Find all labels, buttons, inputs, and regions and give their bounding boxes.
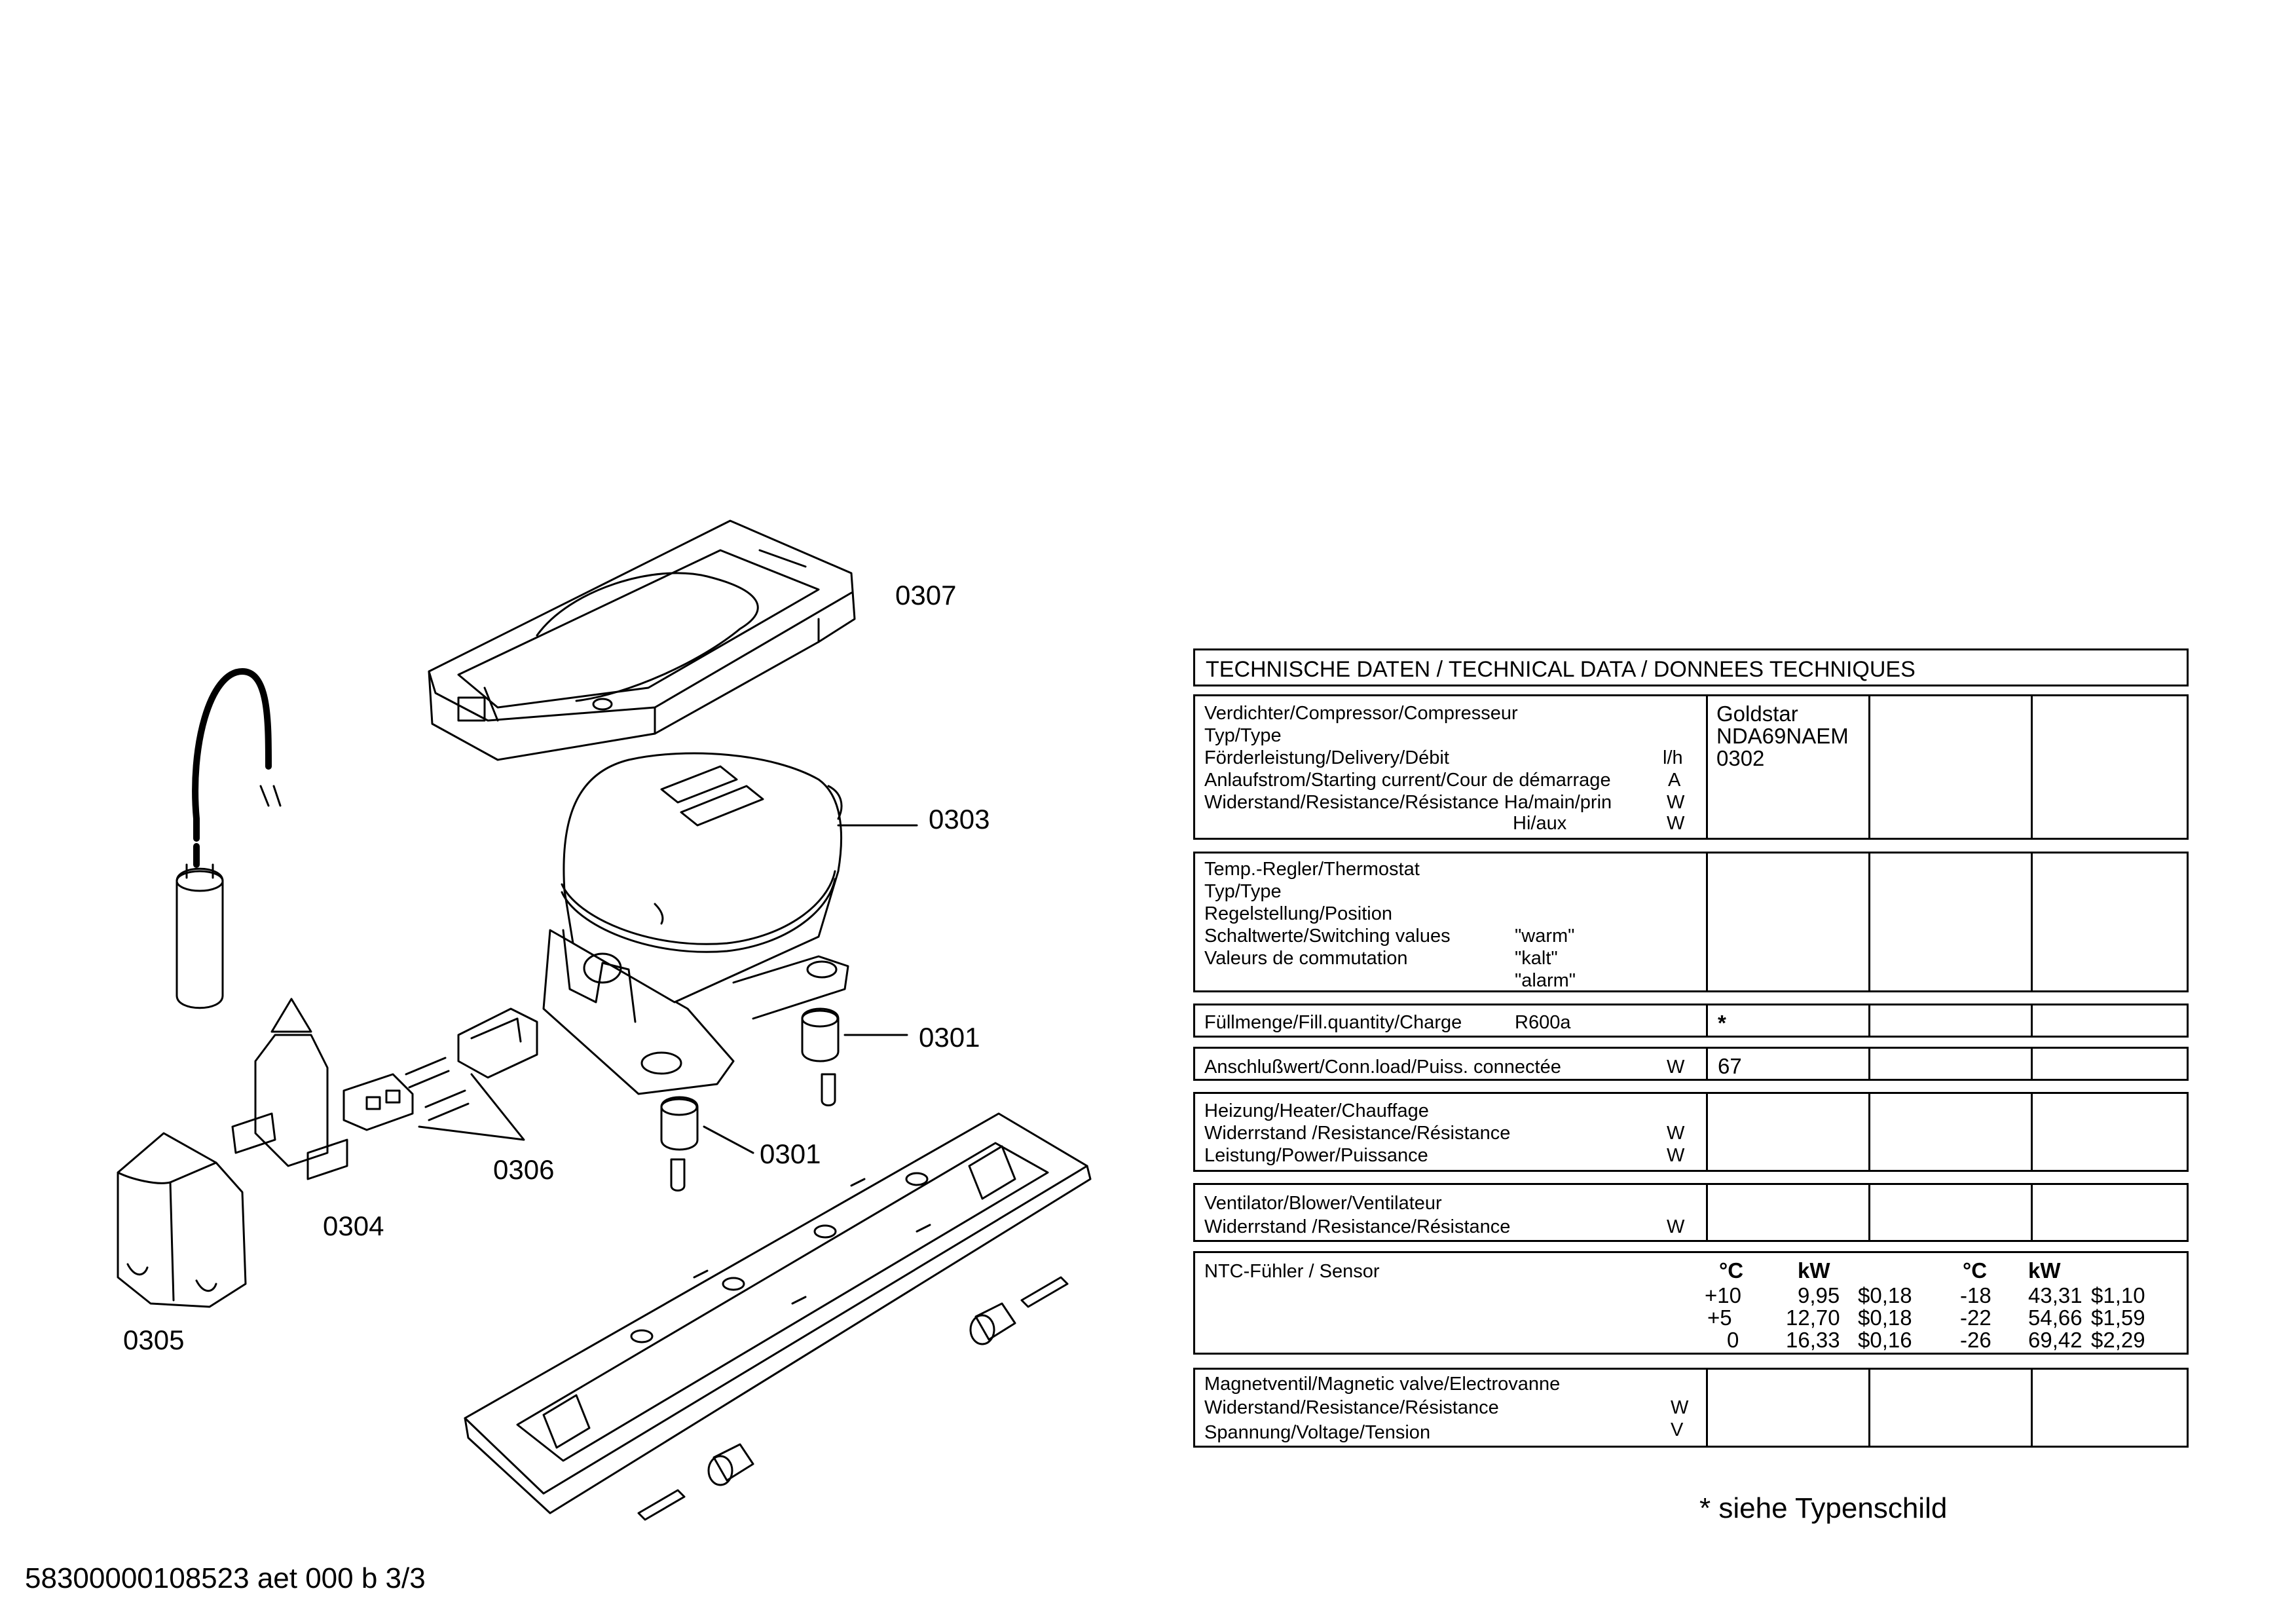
- part-0305-cover: [117, 1132, 247, 1308]
- ntc-label: NTC-Fühler / Sensor: [1204, 1261, 1380, 1282]
- section-heater: Heizung/Heater/Chauffage Widerrstand /Re…: [1193, 1092, 2189, 1172]
- section-fan: Ventilator/Blower/Ventilateur Widerrstan…: [1193, 1183, 2189, 1242]
- compressor-type-label: Typ/Type: [1204, 725, 1282, 746]
- document-id-footer: 58300000108523 aet 000 b 3/3: [25, 1562, 426, 1594]
- callout-0303: 0303: [929, 804, 990, 835]
- part-base-rail: [464, 1112, 1092, 1514]
- ntc-r3-kw-1: 16,33: [1786, 1328, 1840, 1352]
- load-value: 67: [1718, 1054, 1742, 1078]
- ntc-r3-price-1: $0,16: [1858, 1328, 1912, 1352]
- callout-0306: 0306: [493, 1154, 555, 1185]
- valve-voltage-unit: V: [1671, 1419, 1684, 1440]
- ntc-header-celsius-1: °C: [1719, 1258, 1744, 1283]
- rating-plate-note: * siehe Typenschild: [1699, 1492, 1948, 1524]
- valve-label: Magnetventil/Magnetic valve/Electrovanne: [1204, 1374, 1561, 1395]
- heater-resistance-label: Widerrstand /Resistance/Résistance: [1204, 1123, 1511, 1144]
- ntc-r3-price-2: $2,29: [2091, 1328, 2145, 1352]
- compressor-type-value: NDA69NAEM: [1716, 724, 1849, 748]
- section-charge: Füllmenge/Fill.quantity/Charge R600a *: [1193, 1004, 2189, 1038]
- fan-resistance-label: Widerrstand /Resistance/Résistance: [1204, 1216, 1511, 1237]
- table-title: TECHNISCHE DATEN / TECHNICAL DATA / DONN…: [1206, 657, 1916, 682]
- thermostat-kalt: "kalt": [1515, 948, 1558, 969]
- callout-0305: 0305: [123, 1324, 185, 1355]
- ntc-r1-temp-1: +10: [1705, 1283, 1741, 1307]
- charge-label: Füllmenge/Fill.quantity/Charge: [1204, 1012, 1462, 1033]
- thermostat-type-label: Typ/Type: [1204, 881, 1282, 902]
- thermostat-commutation-label: Valeurs de commutation: [1204, 948, 1408, 969]
- section-magnetic-valve: Magnetventil/Magnetic valve/Electrovanne…: [1193, 1368, 2189, 1448]
- thermostat-switching-label: Schaltwerte/Switching values: [1204, 926, 1451, 947]
- compressor-resistance-main-label: Widerstand/Resistance/Résistance Ha/main…: [1204, 792, 1612, 813]
- ntc-r1-price-1: $0,18: [1858, 1283, 1912, 1307]
- section-compressor: Verdichter/Compressor/Compresseur Typ/Ty…: [1193, 694, 2189, 840]
- thermostat-position-label: Regelstellung/Position: [1204, 903, 1392, 924]
- compressor-resistance-aux-unit: W: [1667, 813, 1685, 834]
- ntc-r1-price-2: $1,10: [2091, 1283, 2145, 1307]
- callout-0301-lower: 0301: [760, 1138, 821, 1169]
- part-0301-grommet-upper: [801, 1007, 908, 1106]
- ntc-r2-temp-2: -22: [1960, 1305, 1991, 1330]
- charge-value: *: [1718, 1011, 1726, 1035]
- ntc-r3-temp-2: -26: [1960, 1328, 1991, 1352]
- compressor-current-label: Anlaufstrom/Starting current/Cour de dém…: [1204, 770, 1611, 791]
- compressor-delivery-unit: l/h: [1663, 747, 1683, 768]
- compressor-brand-value: Goldstar: [1716, 702, 1798, 726]
- ntc-r2-kw-2: 54,66: [2028, 1305, 2083, 1330]
- part-0307-drip-tray: [428, 519, 856, 761]
- ntc-r1-kw-2: 43,31: [2028, 1283, 2083, 1307]
- ntc-r2-temp-1: +5: [1707, 1305, 1732, 1330]
- valve-resistance-unit: W: [1671, 1397, 1689, 1418]
- ntc-r2-price-1: $0,18: [1858, 1305, 1912, 1330]
- heater-resistance-unit: W: [1667, 1123, 1685, 1144]
- part-0301-grommet-lower: [660, 1096, 754, 1192]
- compressor-label: Verdichter/Compressor/Compresseur: [1204, 703, 1518, 724]
- thermostat-warm: "warm": [1515, 926, 1575, 947]
- charge-refrigerant: R600a: [1515, 1012, 1571, 1033]
- part-capacitor-cable: [176, 668, 282, 1009]
- ntc-header-celsius-2: °C: [1963, 1258, 1988, 1283]
- valve-voltage-label: Spannung/Voltage/Tension: [1204, 1422, 1431, 1443]
- thermostat-label: Temp.-Regler/Thermostat: [1204, 859, 1420, 880]
- thermostat-alarm: "alarm": [1515, 970, 1576, 991]
- part-loose-grommets: [637, 1276, 1069, 1521]
- section-thermostat: Temp.-Regler/Thermostat Typ/Type Regelst…: [1193, 852, 2189, 992]
- ntc-r2-kw-1: 12,70: [1786, 1305, 1840, 1330]
- ntc-r2-price-2: $1,59: [2091, 1305, 2145, 1330]
- fan-label: Ventilator/Blower/Ventilateur: [1204, 1193, 1442, 1214]
- heater-power-unit: W: [1667, 1145, 1685, 1166]
- compressor-current-unit: A: [1668, 770, 1681, 791]
- ntc-r1-temp-2: -18: [1960, 1283, 1991, 1307]
- heater-label: Heizung/Heater/Chauffage: [1204, 1100, 1429, 1121]
- compressor-resistance-main-unit: W: [1667, 792, 1685, 813]
- load-label: Anschlußwert/Conn.load/Puiss. connectée: [1204, 1057, 1561, 1078]
- heater-power-label: Leistung/Power/Puissance: [1204, 1145, 1428, 1166]
- fan-resistance-unit: W: [1667, 1216, 1685, 1237]
- ntc-header-kw-1: kW: [1798, 1258, 1830, 1283]
- table-header-box: TECHNISCHE DATEN / TECHNICAL DATA / DONN…: [1193, 648, 2189, 686]
- section-ntc-sensor: NTC-Fühler / Sensor °C kW °C kW +10 9,95…: [1193, 1251, 2189, 1355]
- part-0303-compressor: [542, 752, 918, 1095]
- compressor-part-value: 0302: [1716, 746, 1765, 770]
- compressor-delivery-label: Förderleistung/Delivery/Débit: [1204, 747, 1449, 768]
- callout-0304: 0304: [323, 1210, 384, 1241]
- compressor-resistance-aux-label: Hi/aux: [1513, 813, 1567, 834]
- ntc-r3-temp-1: 0: [1727, 1328, 1739, 1352]
- valve-resistance-label: Widerstand/Resistance/Résistance: [1204, 1397, 1499, 1418]
- callout-0301-upper: 0301: [919, 1022, 980, 1053]
- ntc-r3-kw-2: 69,42: [2028, 1328, 2083, 1352]
- section-connected-load: Anschlußwert/Conn.load/Puiss. connectée …: [1193, 1047, 2189, 1081]
- ntc-header-kw-2: kW: [2028, 1258, 2061, 1283]
- part-0304-starter-relay: [231, 998, 348, 1180]
- load-unit: W: [1667, 1057, 1685, 1078]
- callout-0307: 0307: [895, 580, 957, 610]
- part-0306-clip-screws: [343, 1007, 538, 1141]
- ntc-r1-kw-1: 9,95: [1798, 1283, 1840, 1307]
